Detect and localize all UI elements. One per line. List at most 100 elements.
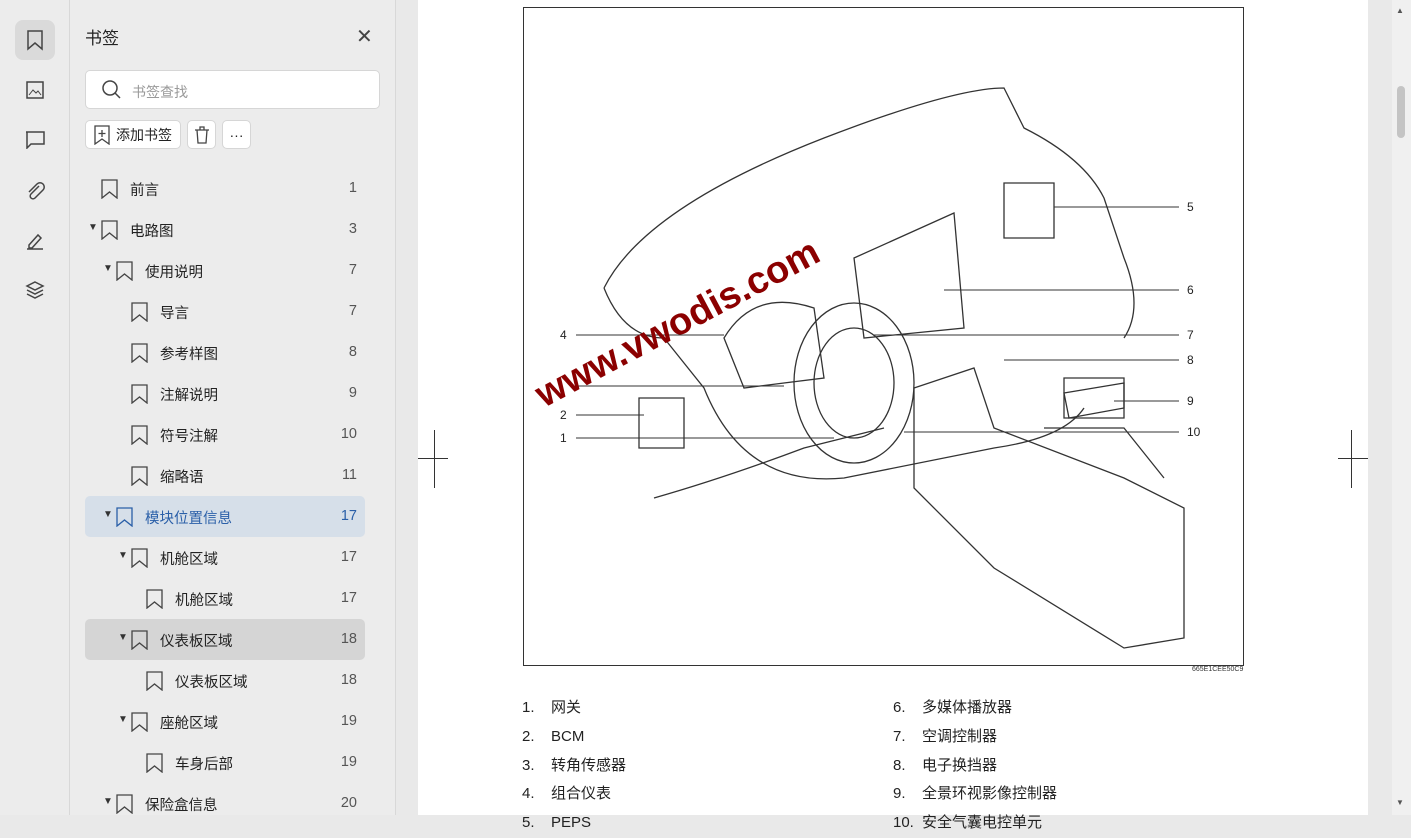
- scrollbar-thumb[interactable]: [1397, 86, 1405, 138]
- bookmark-icon: [131, 302, 148, 322]
- bookmark-icon: [131, 712, 148, 732]
- bookmark-page: 17: [340, 590, 357, 606]
- bookmark-page: 8: [348, 344, 357, 360]
- scroll-up-icon[interactable]: ▲: [1396, 6, 1404, 15]
- bookmark-label: 仪表板区域: [175, 675, 248, 691]
- legend-item: 7. 空调控制器: [893, 723, 1057, 752]
- trash-icon: [194, 125, 209, 144]
- delete-bookmark-button[interactable]: [187, 120, 216, 149]
- callout-5: 5: [1187, 200, 1194, 214]
- add-bookmark-button[interactable]: 添加书签: [85, 120, 181, 149]
- bookmark-icon: [116, 507, 133, 527]
- bookmark-page: 7: [348, 262, 357, 278]
- expand-toggle-icon[interactable]: ▼: [88, 222, 98, 233]
- close-icon[interactable]: ✕: [356, 26, 373, 48]
- bookmark-item[interactable]: 机舱区域 17: [85, 578, 365, 619]
- bookmark-label: 符号注解: [160, 429, 218, 445]
- bookmark-search-input[interactable]: 书签查找: [85, 70, 380, 109]
- bookmark-label: 模块位置信息: [145, 511, 232, 527]
- bookmark-item[interactable]: 前言 1: [85, 168, 365, 209]
- bookmark-page: 9: [348, 385, 357, 401]
- callout-2: 2: [560, 408, 567, 422]
- bookmark-page: 3: [348, 221, 357, 237]
- bookmark-page: 17: [340, 549, 357, 565]
- legend-text: 组合仪表: [551, 785, 612, 803]
- legend-number: 7.: [893, 727, 906, 745]
- callout-10: 10: [1187, 425, 1201, 439]
- bookmark-panel-icon[interactable]: [15, 20, 55, 60]
- expand-toggle-icon[interactable]: ▼: [118, 550, 128, 561]
- figure-code: 665E1CEE50C9: [1192, 666, 1244, 673]
- legend-number: 6.: [893, 699, 906, 716]
- bookmark-page: 18: [340, 631, 357, 647]
- legend-item: 10.安全气囊电控单元: [893, 809, 1057, 838]
- figure-frame: 5 6 7 8 9 10 4 2 1 www.vwodis.com: [523, 7, 1244, 666]
- image-panel-icon[interactable]: [15, 70, 55, 110]
- bookmark-page: 11: [341, 467, 357, 483]
- bookmark-item[interactable]: ▼ 机舱区域 17: [85, 537, 365, 578]
- legend-text: BCM: [551, 727, 585, 745]
- expand-toggle-icon[interactable]: ▼: [103, 509, 113, 520]
- bookmark-page: 18: [340, 672, 357, 688]
- dashboard-diagram: 5 6 7 8 9 10 4 2 1 www.vwodis.com: [528, 87, 1201, 649]
- bookmark-icon: [116, 794, 133, 814]
- expand-toggle-icon[interactable]: ▼: [103, 263, 113, 274]
- legend-text: 空调控制器: [922, 727, 998, 745]
- callout-8: 8: [1187, 353, 1194, 367]
- attachment-icon[interactable]: [15, 170, 55, 210]
- watermark: www.vwodis.com: [528, 231, 827, 417]
- legend-item: 1.网关: [522, 694, 626, 723]
- bookmark-item[interactable]: 缩略语 11: [85, 455, 365, 496]
- legend-text: 转角传感器: [551, 756, 627, 774]
- bookmark-page: 19: [340, 754, 357, 770]
- comment-panel-icon[interactable]: [15, 120, 55, 160]
- bookmark-item[interactable]: ▼ 使用说明 7: [85, 250, 365, 291]
- expand-toggle-icon[interactable]: ▼: [103, 796, 113, 807]
- bookmark-icon: [146, 671, 163, 691]
- bookmark-label: 使用说明: [145, 265, 203, 281]
- bookmark-item[interactable]: 仪表板区域 18: [85, 660, 365, 701]
- scroll-down-icon[interactable]: ▼: [1396, 798, 1404, 807]
- bookmark-label: 缩略语: [160, 470, 204, 486]
- expand-toggle-icon[interactable]: ▼: [118, 632, 128, 643]
- bookmark-item[interactable]: 注解说明 9: [85, 373, 365, 414]
- more-button[interactable]: ···: [222, 120, 251, 149]
- document-scrollbar[interactable]: ▲ ▼: [1392, 0, 1411, 815]
- bookmark-page: 1: [348, 180, 357, 196]
- bookmark-label: 前言: [130, 183, 159, 199]
- signature-icon[interactable]: [15, 220, 55, 260]
- expand-toggle-icon[interactable]: ▼: [118, 714, 128, 725]
- legend-text: 多媒体播放器: [922, 699, 1013, 716]
- more-icon: ···: [229, 126, 244, 143]
- bookmark-icon: [101, 220, 118, 240]
- crop-mark: [1351, 430, 1352, 488]
- layers-icon[interactable]: [15, 270, 55, 310]
- bookmark-label: 注解说明: [160, 388, 218, 404]
- bookmark-label: 机舱区域: [160, 552, 218, 568]
- bookmark-icon: [146, 589, 163, 609]
- bookmark-icon: [131, 630, 148, 650]
- bookmark-label: 机舱区域: [175, 593, 233, 609]
- legend-text: PEPS: [551, 814, 592, 832]
- document-page: 5 6 7 8 9 10 4 2 1 www.vwodis.com 665E1C…: [418, 0, 1368, 831]
- legend-item: 6. 多媒体播放器: [893, 694, 1057, 723]
- bookmark-icon: [101, 179, 118, 199]
- legend-text: 电子换挡器: [922, 756, 998, 774]
- callout-6: 6: [1187, 283, 1194, 297]
- panel-title: 书签: [85, 29, 119, 48]
- bookmark-label: 导言: [160, 306, 189, 322]
- legend-item: 5.PEPS: [522, 809, 626, 838]
- legend-text: 全景环视影像控制器: [922, 785, 1058, 803]
